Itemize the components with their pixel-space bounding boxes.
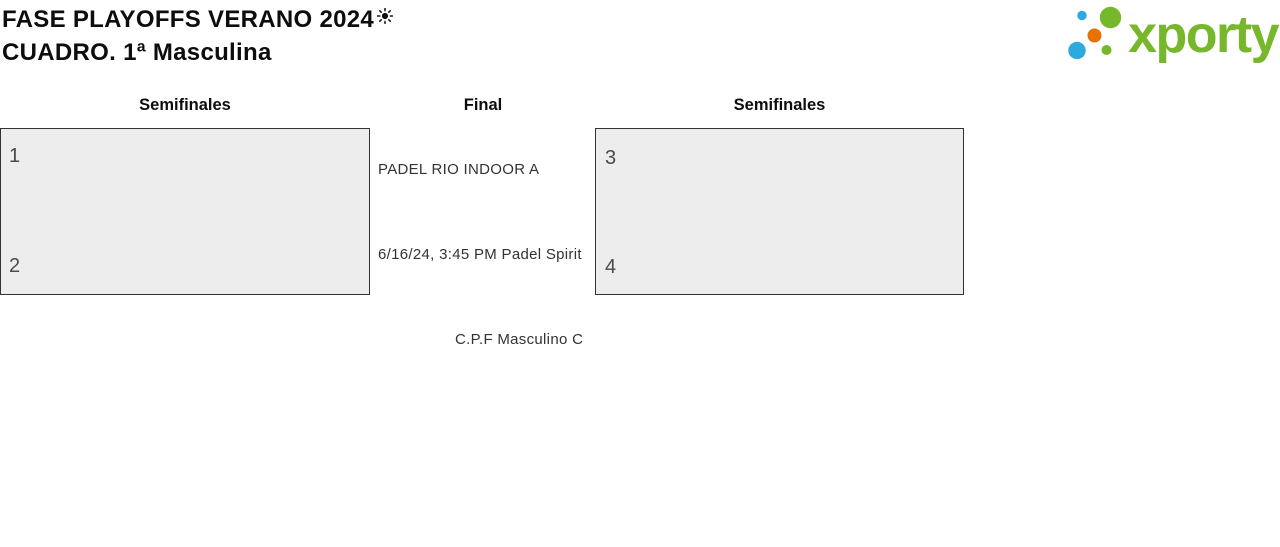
- round-header-final: Final: [463, 96, 503, 114]
- final-team-bottom: C.P.F Masculino C: [455, 331, 584, 348]
- semifinal-left-match-box[interactable]: 1 2: [0, 128, 370, 295]
- page-title: FASE PLAYOFFS VERANO 2024 CUADRO. 1ª Mas…: [2, 3, 394, 69]
- tournament-title: FASE PLAYOFFS VERANO 2024: [2, 6, 375, 33]
- seed-3-label: 3: [605, 147, 617, 169]
- seed-4-label: 4: [605, 256, 617, 278]
- seed-1-label: 1: [9, 145, 21, 167]
- round-header-semifinals-right: Semifinales: [733, 96, 826, 114]
- round-header-semifinals-left: Semifinales: [139, 96, 231, 114]
- xporty-logo-dots-icon: [1068, 6, 1122, 60]
- sun-icon: [377, 8, 394, 24]
- semifinal-right-match-box[interactable]: 3 4: [595, 128, 964, 295]
- final-team-top: PADEL RIO INDOOR A: [378, 161, 540, 178]
- final-match-info: 6/16/24, 3:45 PM Padel Spirit: [378, 246, 582, 263]
- xporty-logo[interactable]: xporty: [1065, 2, 1279, 66]
- xporty-wordmark: xporty: [1128, 6, 1279, 64]
- bracket-subtitle: CUADRO. 1ª Masculina: [2, 39, 272, 66]
- title-line-1: FASE PLAYOFFS VERANO 2024: [2, 3, 394, 36]
- seed-2-label: 2: [9, 255, 21, 277]
